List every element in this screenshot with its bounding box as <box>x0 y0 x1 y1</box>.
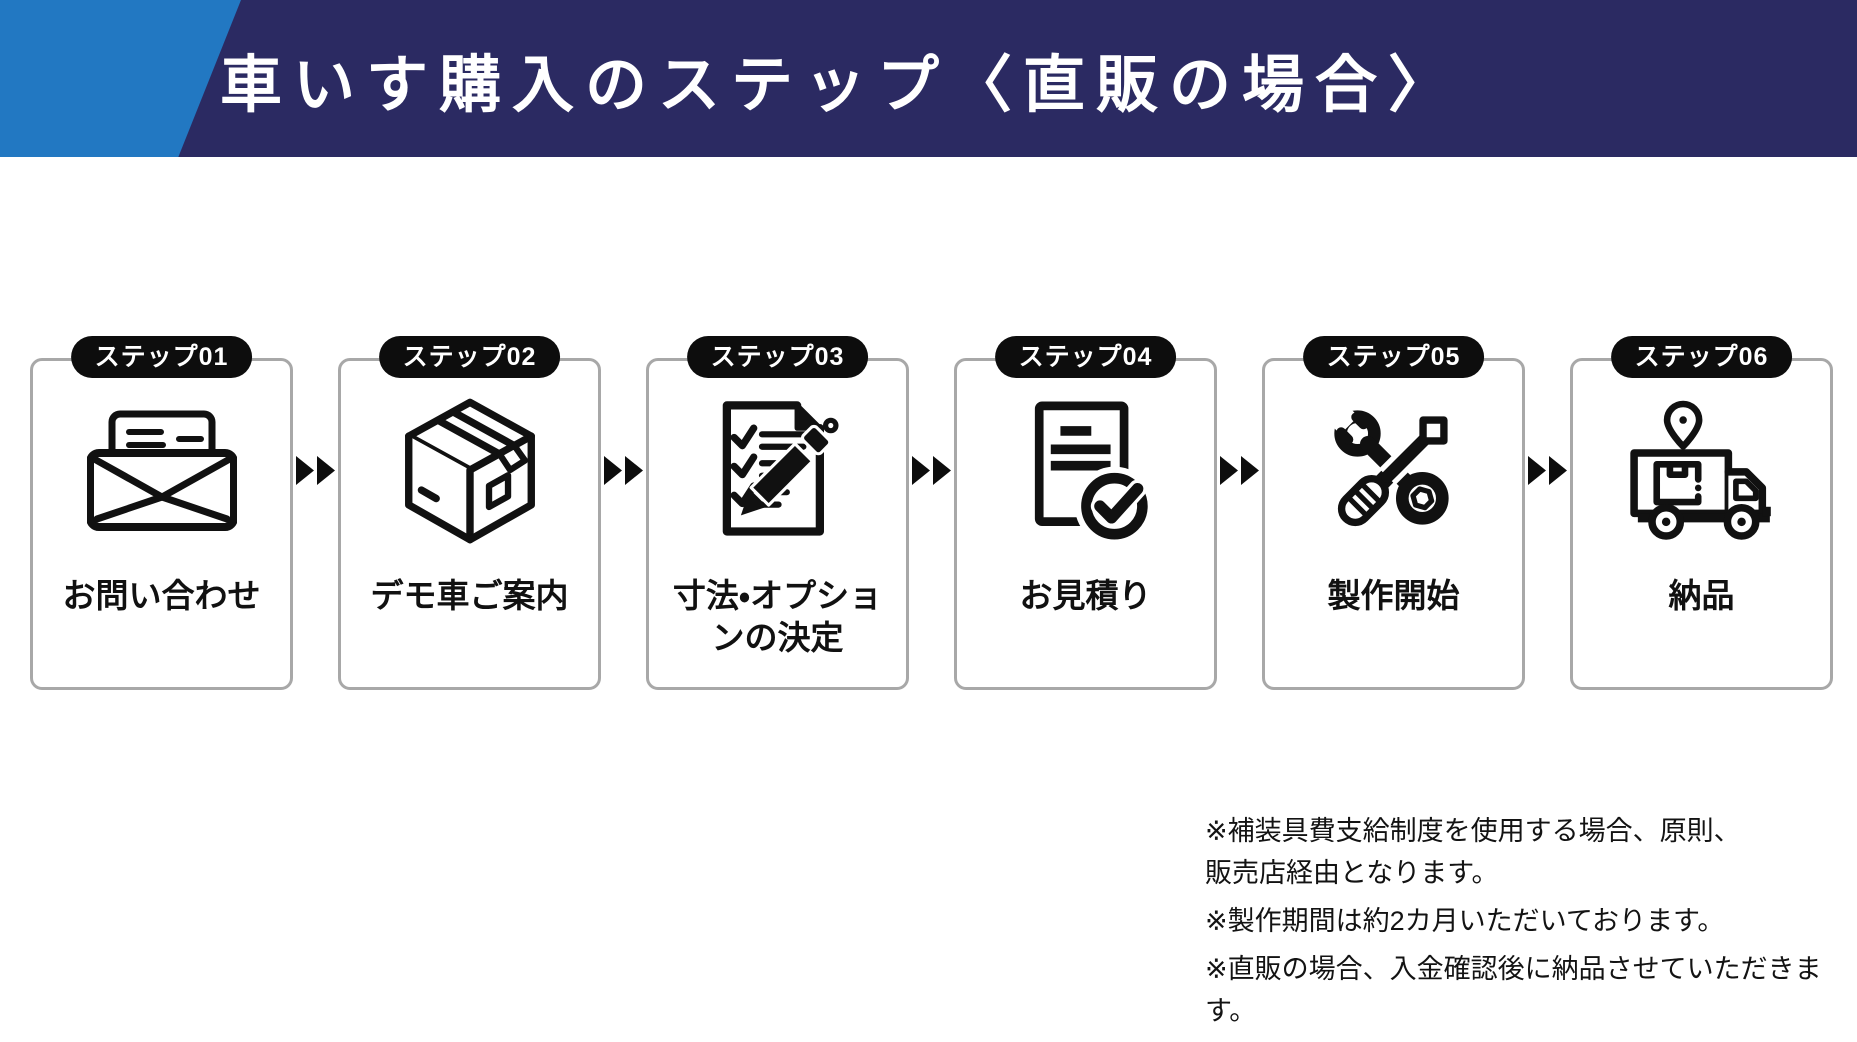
step-card-4: ステップ04 お見積り <box>954 336 1217 690</box>
delivery-truck-icon <box>1619 395 1784 545</box>
step-label: お見積り <box>1019 577 1152 614</box>
step-gap <box>601 341 646 690</box>
estimate-check-icon <box>1018 395 1153 545</box>
step-gap <box>1525 341 1570 690</box>
step-card-2: ステップ02 デモ車ご案内 <box>338 336 601 690</box>
footnote-2: ※製作期間は約2カ月いただいております。 <box>1205 906 1725 936</box>
mail-icon <box>86 395 237 545</box>
footnote-1: ※補装具費支給制度を使用する場合、原則、 販売店経由となります。 <box>1205 816 1741 888</box>
step-badge: ステップ03 <box>686 336 869 378</box>
step-gap <box>1217 341 1262 690</box>
step-card-3: ステップ03 寸法・オプショ ンの決定 <box>646 336 909 690</box>
step-badge: ステップ05 <box>1302 336 1485 378</box>
checklist-pen-icon <box>700 395 855 545</box>
step-label: 納品 <box>1668 577 1735 614</box>
step-badge: ステップ06 <box>1610 336 1793 378</box>
double-chevron-right-icon <box>603 456 643 485</box>
double-chevron-right-icon <box>1219 456 1259 485</box>
header-banner: 車いす購入のステップ〈直販の場合〉 <box>0 0 1857 157</box>
step-label: 寸法・オプショ ンの決定 <box>672 577 883 657</box>
step-card-5: ステップ05 <box>1262 336 1525 690</box>
double-chevron-right-icon <box>911 456 951 485</box>
step-gap <box>909 341 954 690</box>
double-chevron-right-icon <box>295 456 335 485</box>
step-label: デモ車ご案内 <box>370 577 569 614</box>
step-gap <box>293 341 338 690</box>
step-badge: ステップ02 <box>378 336 561 378</box>
double-chevron-right-icon <box>1527 456 1567 485</box>
footnote-3: ※直販の場合、入金確認後に納品させていただきます。 <box>1205 954 1822 1026</box>
step-label: お問い合わせ <box>62 577 261 614</box>
step-label: 製作開始 <box>1327 577 1460 614</box>
step-badge: ステップ04 <box>994 336 1177 378</box>
steps-row: ステップ01 お問い合わせ ステップ02 <box>30 336 1833 690</box>
step-badge: ステップ01 <box>70 336 253 378</box>
page-title: 車いす購入のステップ〈直販の場合〉 <box>219 50 1461 120</box>
package-box-icon <box>396 395 544 545</box>
step-card-6: ステップ06 納品 <box>1570 336 1833 690</box>
step-card-1: ステップ01 お問い合わせ <box>30 336 293 690</box>
footnotes: ※補装具費支給制度を使用する場合、原則、 販売店経由となります。 ※製作期間は約… <box>1205 810 1857 1038</box>
tools-icon <box>1315 395 1473 545</box>
